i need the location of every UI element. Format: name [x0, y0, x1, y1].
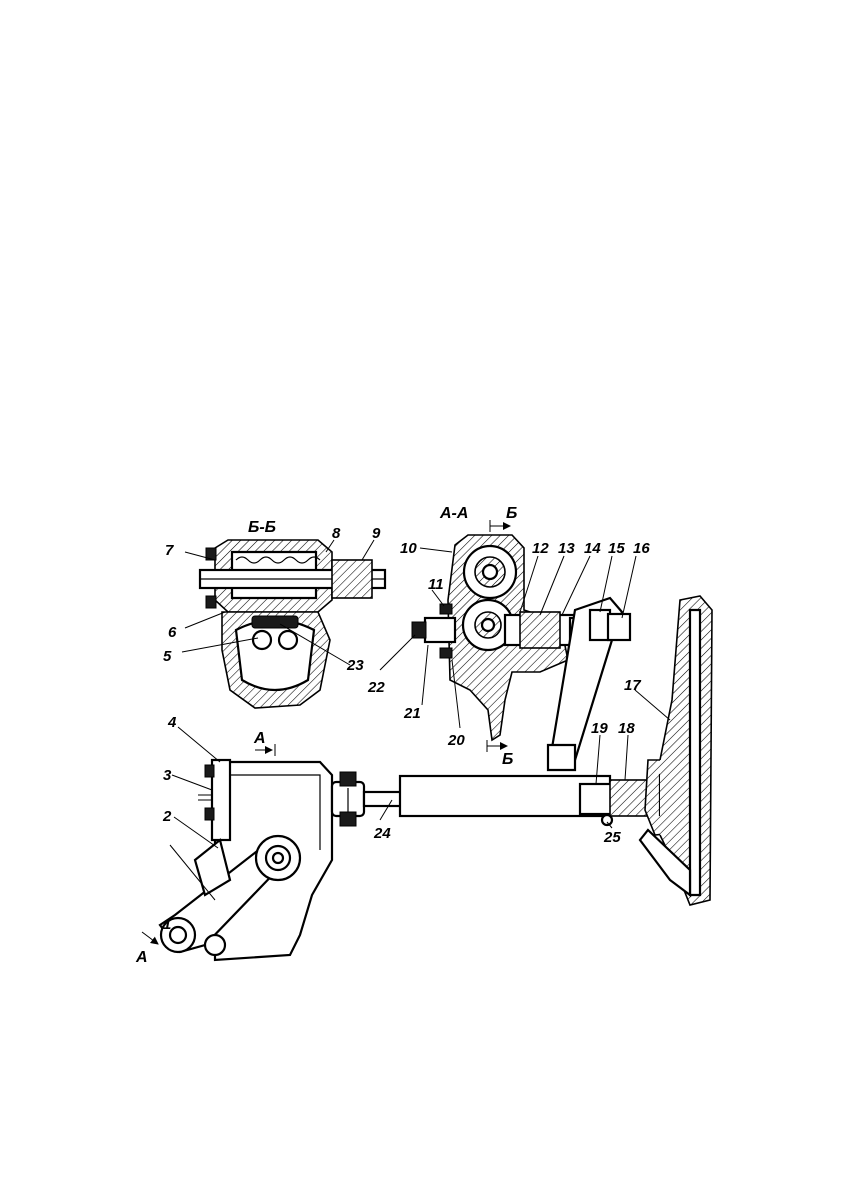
section-arrow-label-a-bottom: А [135, 949, 148, 966]
callout-13: 13 [558, 540, 575, 557]
callout-5: 5 [163, 648, 172, 665]
callout-16: 16 [633, 540, 650, 557]
section-title-aa: А-А [439, 505, 468, 522]
callout-9: 9 [372, 525, 381, 542]
callout-19: 19 [591, 720, 608, 737]
callout-7: 7 [165, 542, 174, 559]
section-arrow-label-b-top: Б [506, 505, 517, 522]
callout-8: 8 [332, 525, 341, 542]
callout-15: 15 [608, 540, 625, 557]
section-arrow-label-a-top: А [253, 730, 266, 747]
section-arrow-label-b-bottom: Б [502, 751, 513, 768]
callout-18: 18 [618, 720, 635, 737]
callout-17: 17 [624, 677, 641, 694]
callout-10: 10 [400, 540, 417, 557]
callout-21: 21 [403, 705, 421, 722]
callout-22: 22 [367, 679, 385, 696]
callout-6: 6 [168, 624, 177, 641]
callout-20: 20 [447, 732, 465, 749]
callout-14: 14 [584, 540, 601, 557]
callout-25: 25 [603, 829, 621, 846]
callout-3: 3 [163, 767, 172, 784]
section-title-bb: Б-Б [248, 519, 276, 536]
callout-24: 24 [373, 825, 391, 842]
section-bb-view [200, 540, 385, 708]
callout-4: 4 [167, 714, 177, 731]
callout-2: 2 [162, 808, 172, 825]
callout-11: 11 [428, 576, 444, 593]
callout-1: 1 [163, 916, 171, 933]
callout-23: 23 [346, 657, 364, 674]
callout-12: 12 [532, 540, 549, 557]
